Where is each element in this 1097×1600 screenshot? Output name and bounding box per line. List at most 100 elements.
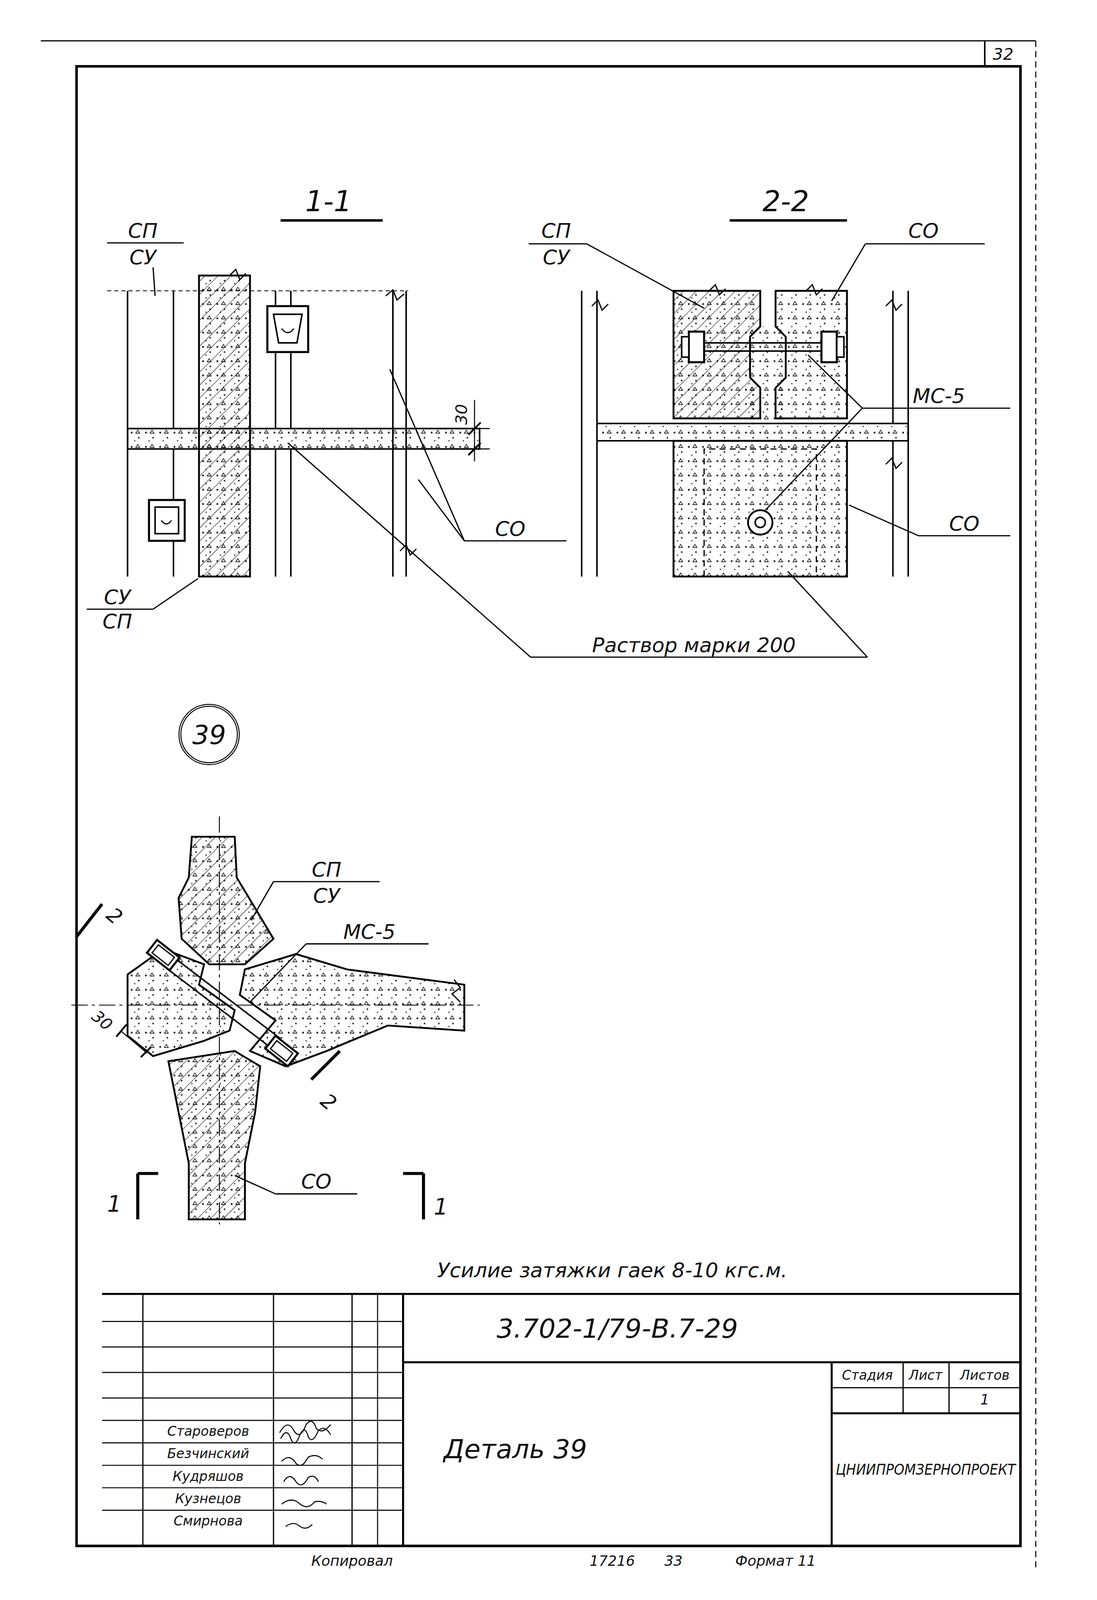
title-block (831, 1387, 1021, 1389)
sheet-count: 1 (980, 1392, 990, 1407)
section-1-1 (172, 290, 175, 429)
title-block (102, 1346, 404, 1348)
table-header: Стадия (842, 1368, 893, 1383)
title-block (102, 1487, 404, 1489)
detail-39 (168, 1050, 261, 1220)
section-1-1 (198, 275, 250, 577)
title-block (102, 1293, 1021, 1295)
copy-note: 17216 (589, 1554, 636, 1569)
leader-line (831, 243, 866, 301)
leader-line (849, 505, 919, 536)
dimension-line (116, 1024, 127, 1037)
embedded-plate (161, 520, 172, 525)
panel-mark: СО (300, 1171, 332, 1192)
section-2-2 (907, 290, 910, 577)
section-marker (76, 904, 103, 938)
signature (283, 1476, 319, 1485)
axis-line (71, 816, 480, 1225)
bolt (270, 1040, 293, 1062)
table-header: Лист (908, 1368, 943, 1383)
leader-line (234, 1175, 276, 1195)
leader-line (586, 243, 704, 309)
section-2-2 (775, 290, 847, 419)
signatory-name: Кузнецов (175, 1492, 242, 1506)
signature (279, 1421, 331, 1435)
signature (279, 1421, 331, 1529)
section-2-2 (673, 440, 847, 577)
title-block (376, 1293, 378, 1547)
section-2-2 (673, 290, 761, 419)
dimension-line (408, 428, 490, 430)
sheet-frame (1035, 40, 1037, 1572)
copy-note: 33 (664, 1554, 683, 1569)
bolt (147, 939, 299, 1067)
title-block (403, 1361, 1021, 1364)
section-1-1 (290, 449, 292, 577)
leader-line (418, 479, 465, 541)
part-mark: МС-5 (343, 921, 396, 942)
section-1-1 (126, 290, 129, 577)
bolt (703, 350, 822, 352)
signatory-name: Безчинский (167, 1447, 250, 1461)
signature (281, 1500, 327, 1507)
leader-line (152, 578, 198, 610)
section-2-2 (596, 290, 598, 424)
signatory-name: Староверов (167, 1425, 250, 1439)
section-1-1 (127, 428, 480, 450)
section-2-2 (748, 510, 773, 535)
section-1-1 (274, 449, 277, 577)
bolt (821, 331, 837, 363)
sheet-frame (984, 40, 986, 67)
sheet-frame (76, 66, 1021, 1547)
panel-mark: СП (128, 220, 158, 241)
embedded-plate (149, 499, 185, 541)
section-1-1 (198, 275, 250, 577)
title-block (831, 1412, 1021, 1415)
section-marker (421, 1173, 425, 1220)
bolt (681, 331, 844, 363)
embedded-plate (281, 328, 294, 333)
leader-line (152, 267, 155, 296)
signatory-name: Смирнова (173, 1514, 243, 1529)
title-block (272, 1293, 275, 1547)
leader-line (765, 408, 863, 511)
detail-39 (451, 979, 460, 1003)
leader-line (862, 407, 1011, 410)
embedded-plate (155, 506, 179, 534)
part-mark: МС-5 (912, 385, 966, 407)
callout-number: 39 (192, 721, 226, 749)
section-1-1 (385, 290, 405, 301)
dimension-line (116, 1024, 151, 1058)
bolt (836, 336, 844, 357)
title-block (102, 1321, 404, 1323)
section-2-2 (528, 220, 1011, 657)
section-2-2 (885, 458, 902, 469)
section-1-1 (280, 219, 383, 222)
section-marker (403, 1172, 424, 1175)
leader-line (389, 369, 465, 541)
section-marker (136, 1173, 140, 1220)
title-block (102, 1420, 404, 1422)
leader-line (275, 1193, 357, 1195)
detail-39 (168, 1050, 261, 1220)
bolt (688, 331, 704, 363)
title-block (102, 1397, 404, 1399)
dimension: 30 (88, 1007, 116, 1034)
dimension: 30 (452, 403, 469, 425)
drawing-code: 3.702-1/79-В.7-29 (496, 1315, 739, 1342)
panel-mark: СУ (129, 246, 157, 268)
signature (285, 1523, 313, 1529)
section-marker (76, 904, 424, 1220)
section-2-2 (891, 290, 894, 424)
embedded-plate (267, 306, 309, 353)
panel-mark: СП (311, 859, 342, 880)
leader-line (918, 534, 1011, 537)
detail-39 (178, 836, 274, 965)
panel-mark: СО (908, 220, 939, 241)
section-2-2 (591, 300, 609, 310)
panel-mark: СУ (543, 246, 570, 268)
section-2-2 (885, 300, 902, 310)
panel-mark: СО (495, 518, 526, 539)
sheet-number: 32 (992, 46, 1014, 63)
copy-note: Копировал (311, 1554, 394, 1569)
